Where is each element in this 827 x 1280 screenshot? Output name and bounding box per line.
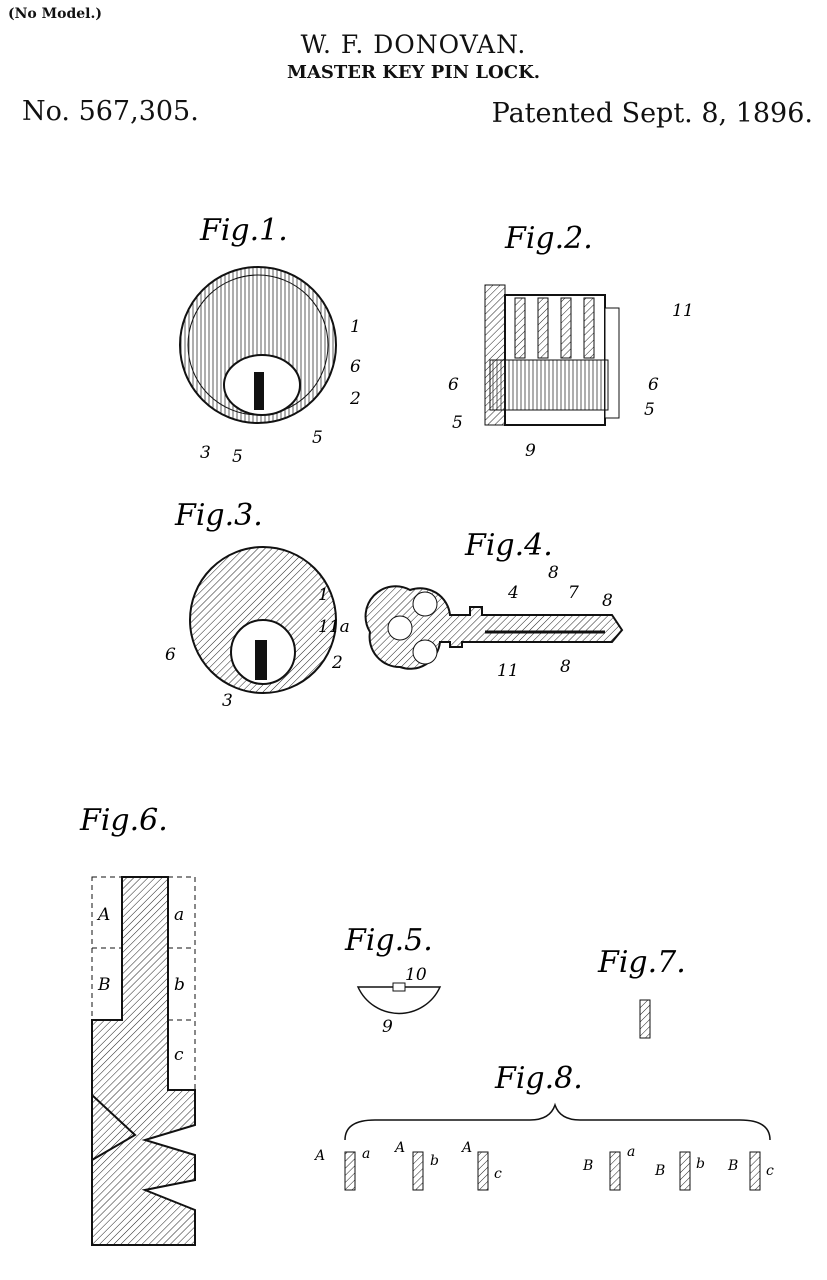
label: 6 xyxy=(350,357,361,377)
label: 10 xyxy=(405,965,427,985)
label: 11a xyxy=(318,617,350,637)
label: 9 xyxy=(382,1017,393,1037)
label: A xyxy=(313,1148,325,1164)
figure-7: Fig.7. xyxy=(597,945,686,1039)
label: 8 xyxy=(602,591,613,611)
figure-6: Fig.6. A a B b c xyxy=(79,803,196,1246)
label: 6 xyxy=(165,645,176,665)
figure-4: Fig.4. 4 8 7 8 11 8 xyxy=(364,528,624,681)
figure-2: Fig.2. 11 6 6 5 5 9 xyxy=(448,221,694,461)
label: B xyxy=(727,1158,738,1174)
figure-3: Fig.3. 1 11a 2 6 3 xyxy=(165,498,350,711)
label: 8 xyxy=(548,563,559,583)
label: 3 xyxy=(222,691,233,711)
label: A xyxy=(460,1140,472,1156)
label: 11 xyxy=(497,661,519,681)
label: 5 xyxy=(312,428,323,448)
label: b xyxy=(430,1153,439,1169)
label: 2 xyxy=(349,389,361,409)
fig2-title: Fig.2. xyxy=(504,221,593,256)
label: c xyxy=(494,1166,502,1182)
label: A xyxy=(393,1140,405,1156)
label: 4 xyxy=(507,583,519,603)
fig4-title: Fig.4. xyxy=(464,528,553,563)
label: 11 xyxy=(672,301,694,321)
label: A xyxy=(96,905,110,925)
label: 1 xyxy=(318,585,329,605)
label: a xyxy=(627,1144,635,1160)
label: 2 xyxy=(331,653,343,673)
patent-number: No. 567,305. xyxy=(22,96,199,127)
label: 5 xyxy=(644,400,655,420)
label: 3 xyxy=(200,443,211,463)
label: a xyxy=(362,1146,370,1162)
patent-date: Patented Sept. 8, 1896. xyxy=(491,98,813,129)
fig3-title: Fig.3. xyxy=(174,498,263,533)
label: a xyxy=(174,905,184,925)
fig1-title: Fig.1. xyxy=(199,213,288,248)
label: B xyxy=(582,1158,593,1174)
fig7-title: Fig.7. xyxy=(597,945,686,980)
label: 5 xyxy=(232,447,243,467)
label: 7 xyxy=(568,583,579,603)
label: 8 xyxy=(560,657,571,677)
label: b xyxy=(696,1156,705,1172)
label: 5 xyxy=(452,413,463,433)
inventor-name: W. F. DONOVAN. xyxy=(300,30,527,59)
figure-1: Fig.1. 1 6 2 5 3 5 xyxy=(179,213,361,467)
label: b xyxy=(174,975,185,995)
figure-5: Fig.5. 10 9 xyxy=(344,923,442,1037)
label: B xyxy=(654,1163,665,1179)
figure-8: Fig.8. A a A b A c B a B b B c xyxy=(313,1061,774,1191)
fig8-title: Fig.8. xyxy=(494,1061,583,1096)
label: 6 xyxy=(648,375,659,395)
patent-title: MASTER KEY PIN LOCK. xyxy=(287,62,540,83)
label: 9 xyxy=(525,441,536,461)
label: 6 xyxy=(448,375,459,395)
no-model-note: (No Model.) xyxy=(8,6,102,22)
label: 1 xyxy=(350,317,361,337)
fig6-title: Fig.6. xyxy=(79,803,168,838)
label: c xyxy=(174,1045,184,1065)
fig5-title: Fig.5. xyxy=(344,923,433,958)
label: B xyxy=(97,975,111,995)
label: c xyxy=(766,1163,774,1179)
